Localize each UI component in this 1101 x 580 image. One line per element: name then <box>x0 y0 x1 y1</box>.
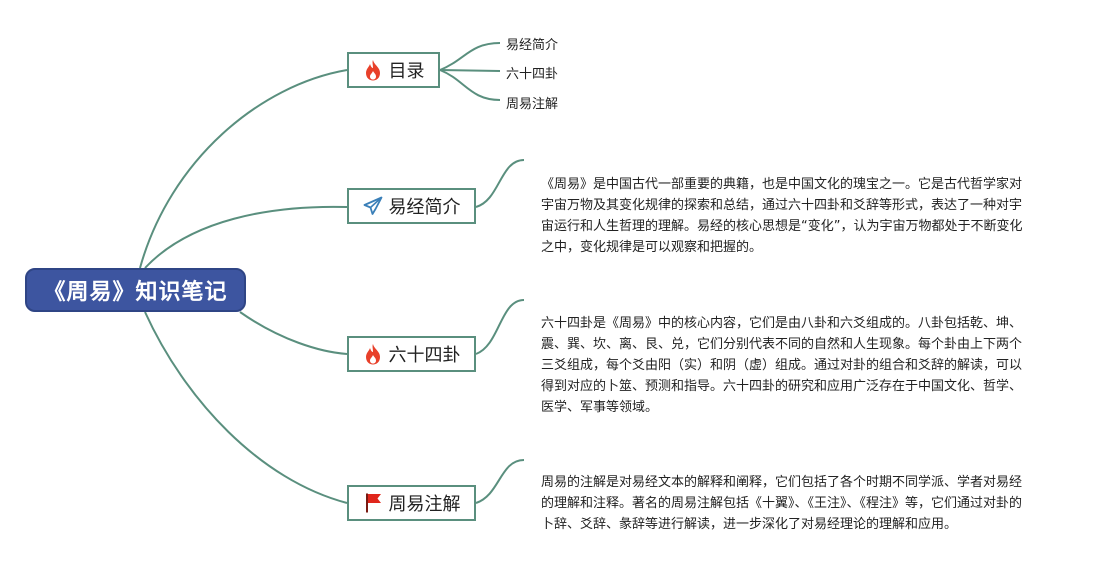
branch-label-intro: 易经简介 <box>388 197 461 218</box>
root-node[interactable]: 《周易》知识笔记 <box>25 268 246 312</box>
connector-annotation-text <box>475 459 525 504</box>
fire-icon <box>363 59 383 81</box>
connector-catalog-2 <box>439 69 501 72</box>
intro-paragraph: 《周易》是中国古代一部重要的典籍，也是中国文化的瑰宝之一。它是古代哲学家对宇宙万… <box>541 177 1023 255</box>
branch-label-annotation: 周易注解 <box>388 494 461 515</box>
connector-root-hexagrams <box>239 311 348 355</box>
root-title: 《周易》知识笔记 <box>43 280 228 305</box>
branch-node-catalog[interactable]: 目录 <box>347 52 440 88</box>
connector-root-intro <box>144 205 348 269</box>
fire-icon <box>363 343 383 365</box>
branch-label-hexagrams: 六十四卦 <box>388 345 461 366</box>
connector-hexagrams-text <box>475 299 525 355</box>
connector-root-annotation <box>144 311 348 504</box>
catalog-item-intro[interactable]: 易经简介 <box>506 38 559 53</box>
branch-node-hexagrams[interactable]: 六十四卦 <box>347 336 476 372</box>
connector-catalog-1 <box>439 42 501 71</box>
catalog-item-annotation[interactable]: 周易注解 <box>506 97 559 112</box>
annotation-paragraph: 周易的注解是对易经文本的解释和阐释，它们包括了各个时期不同学派、学者对易经的理解… <box>541 475 1023 532</box>
branch-node-intro[interactable]: 易经简介 <box>347 188 476 224</box>
branch-label-catalog: 目录 <box>388 61 425 82</box>
branch-node-annotation[interactable]: 周易注解 <box>347 485 476 521</box>
red-flag-icon <box>363 492 383 514</box>
connector-catalog-3 <box>439 69 501 101</box>
paper-plane-icon <box>363 195 383 217</box>
hexagrams-paragraph: 六十四卦是《周易》中的核心内容，它们是由八卦和六爻组成的。八卦包括乾、坤、震、巽… <box>541 316 1023 415</box>
connector-root-catalog <box>139 69 348 269</box>
connector-intro-text <box>475 159 525 208</box>
catalog-item-hexagrams[interactable]: 六十四卦 <box>506 67 559 82</box>
